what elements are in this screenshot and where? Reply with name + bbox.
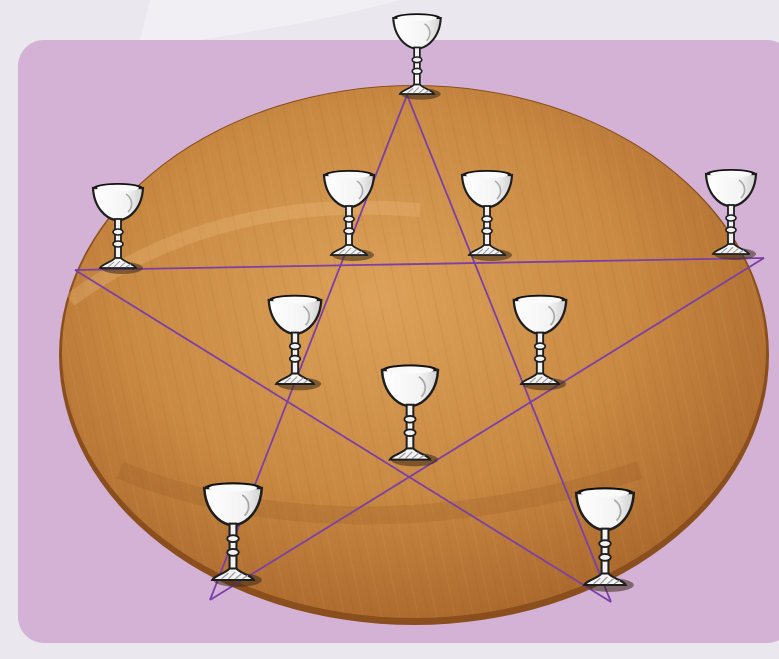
background-swoosh [140, 0, 400, 40]
round-table [59, 85, 769, 625]
